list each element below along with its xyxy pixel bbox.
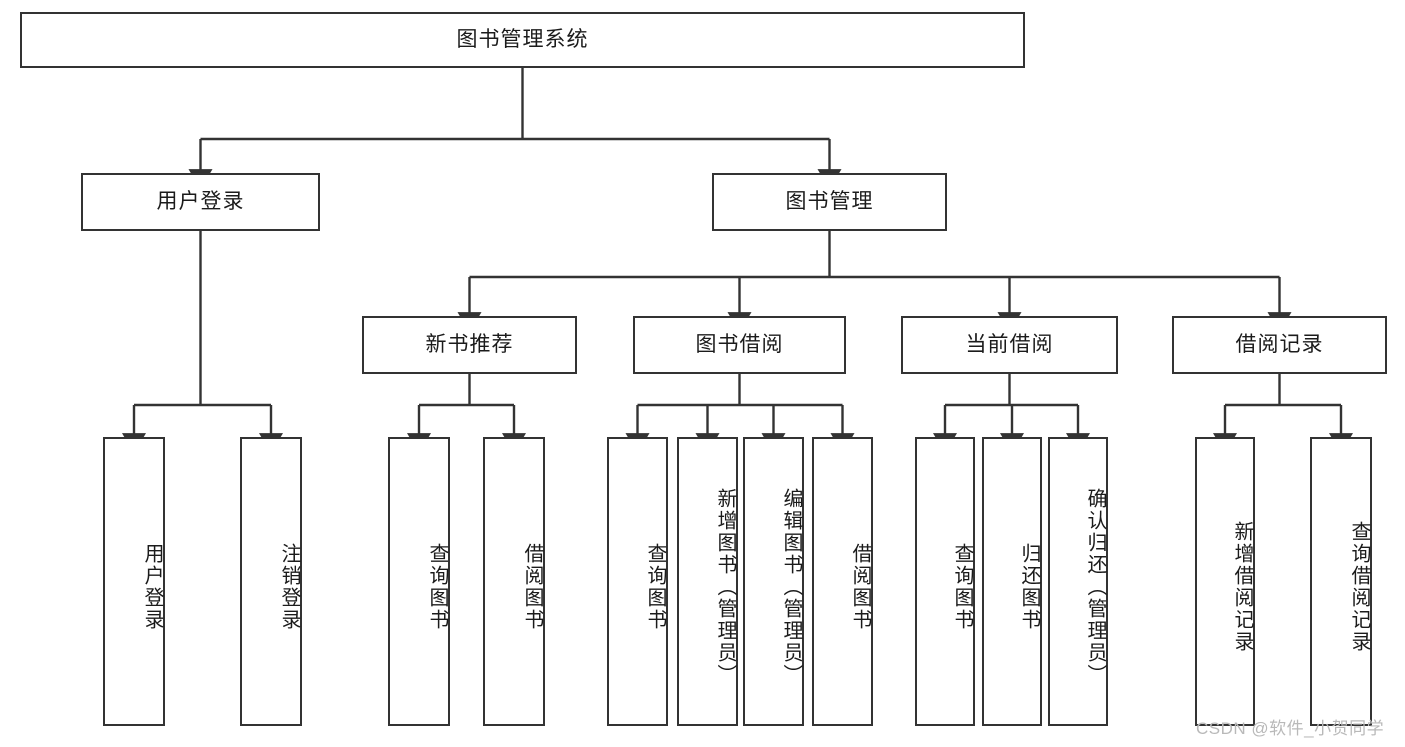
node-l2b[interactable]: 图书借阅	[633, 316, 846, 374]
node-label: 图书管理	[785, 189, 874, 213]
node-root[interactable]: 图书管理系统	[20, 12, 1025, 68]
node-leaf6[interactable]: 新增图书（管理员）	[677, 437, 738, 726]
node-label: 图书管理系统	[456, 27, 589, 51]
node-leaf11[interactable]: 确认归还（管理员）	[1048, 437, 1108, 726]
node-label: 查询图书	[951, 542, 973, 631]
node-leaf2[interactable]: 注销登录	[240, 437, 302, 726]
node-l2d[interactable]: 借阅记录	[1172, 316, 1387, 374]
node-l2c[interactable]: 当前借阅	[901, 316, 1118, 374]
node-leaf10[interactable]: 归还图书	[982, 437, 1042, 726]
node-label: 借阅图书	[849, 542, 871, 631]
node-leaf9[interactable]: 查询图书	[915, 437, 975, 726]
node-label: 用户登录	[141, 542, 163, 631]
node-l1a[interactable]: 用户登录	[81, 173, 320, 231]
node-leaf13[interactable]: 查询借阅记录	[1310, 437, 1372, 726]
node-label: 当前借阅	[965, 332, 1054, 356]
node-label: 新增借阅记录	[1231, 520, 1253, 653]
node-leaf4[interactable]: 借阅图书	[483, 437, 545, 726]
node-l1b[interactable]: 图书管理	[712, 173, 947, 231]
node-label: 新增图书（管理员）	[714, 487, 736, 686]
node-label: 查询借阅记录	[1348, 520, 1370, 653]
node-label: 用户登录	[156, 189, 245, 213]
node-leaf12[interactable]: 新增借阅记录	[1195, 437, 1255, 726]
node-label: 图书借阅	[695, 332, 784, 356]
node-label: 查询图书	[426, 542, 448, 631]
node-l2a[interactable]: 新书推荐	[362, 316, 577, 374]
csdn-watermark: CSDN @软件_小贺同学	[1196, 719, 1385, 738]
node-label: 借阅图书	[521, 542, 543, 631]
node-label: 借阅记录	[1235, 332, 1324, 356]
node-label: 注销登录	[278, 542, 300, 631]
node-leaf5[interactable]: 查询图书	[607, 437, 668, 726]
node-label: 查询图书	[644, 542, 666, 631]
node-leaf1[interactable]: 用户登录	[103, 437, 165, 726]
node-leaf3[interactable]: 查询图书	[388, 437, 450, 726]
node-label: 归还图书	[1018, 542, 1040, 631]
node-label: 确认归还（管理员）	[1084, 487, 1106, 686]
node-leaf8[interactable]: 借阅图书	[812, 437, 873, 726]
node-label: 新书推荐	[425, 332, 514, 356]
node-label: 编辑图书（管理员）	[780, 487, 802, 686]
node-leaf7[interactable]: 编辑图书（管理员）	[743, 437, 804, 726]
